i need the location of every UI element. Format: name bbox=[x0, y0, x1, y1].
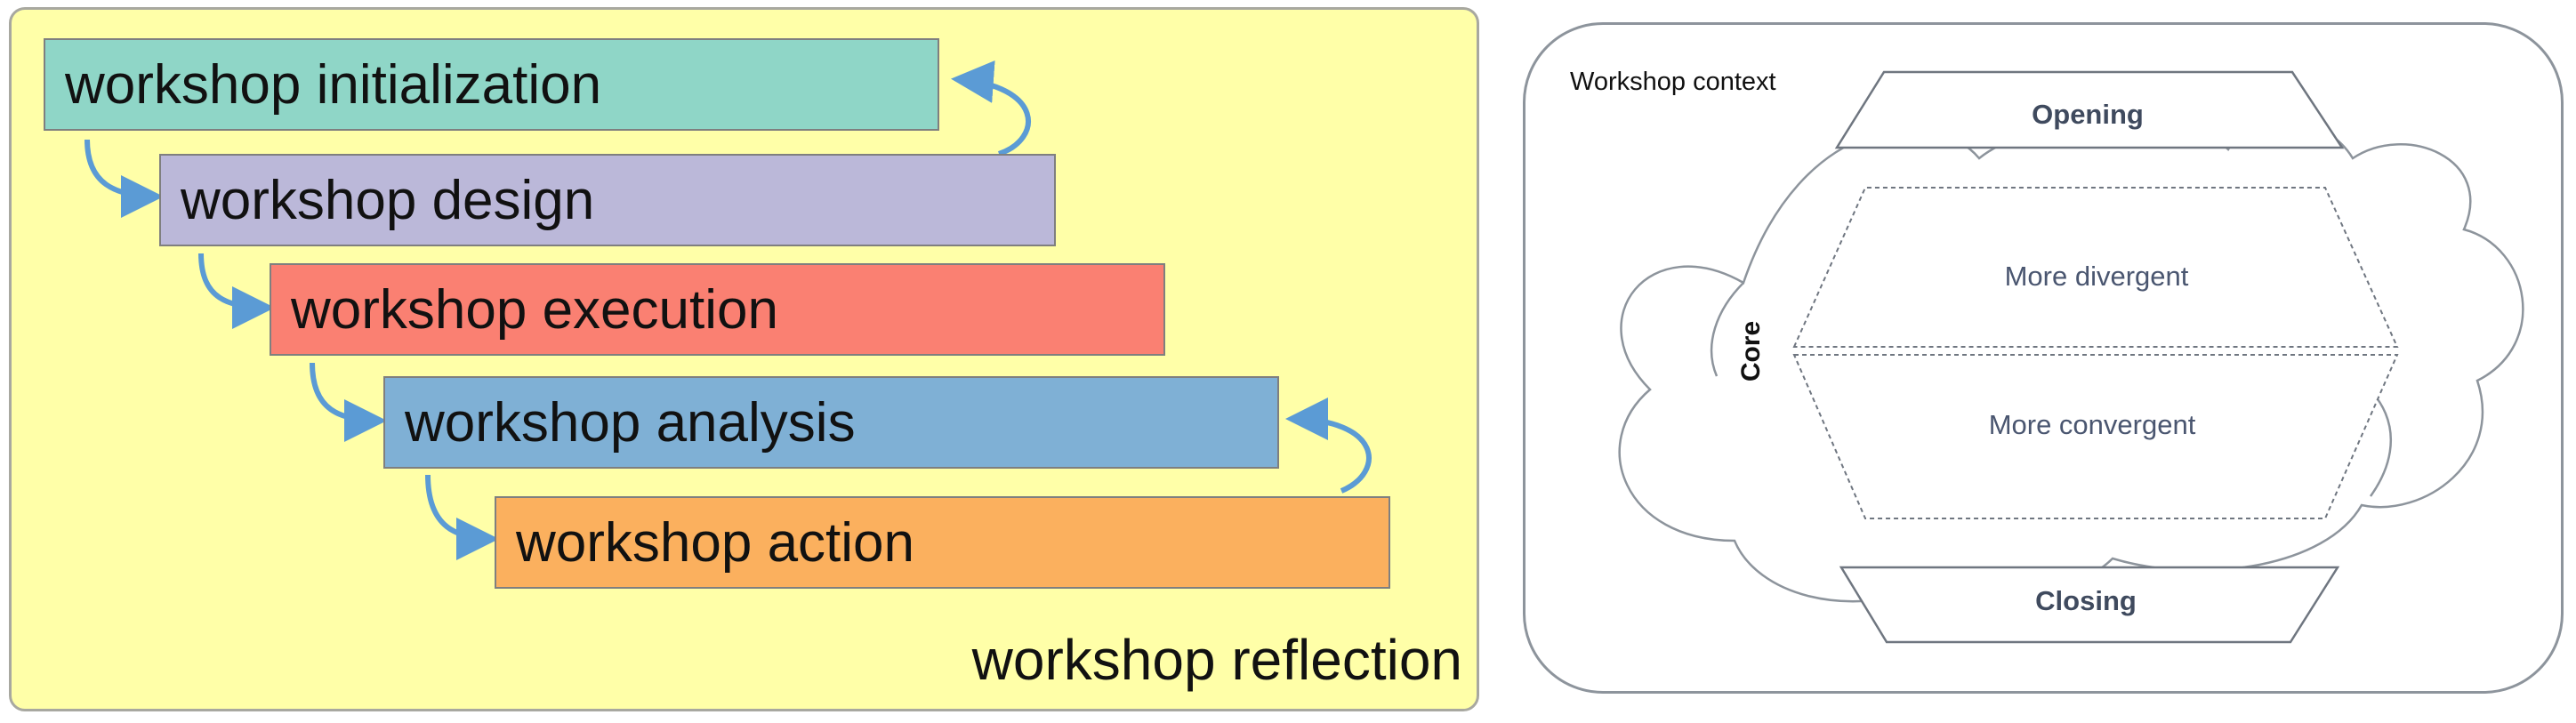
convergent-label: More convergent bbox=[1988, 409, 2196, 440]
reflection-label: workshop reflection bbox=[971, 628, 1462, 692]
workshop-context-label: Workshop context bbox=[1570, 68, 1776, 96]
cloud-detail-left bbox=[1710, 282, 1744, 377]
stage-execution: workshop execution bbox=[270, 263, 1165, 356]
workshop-process-panel: workshop initialization workshop design … bbox=[9, 7, 1479, 711]
arrow-action-back-to-analysis bbox=[1285, 398, 1372, 494]
convergent-region bbox=[1792, 354, 2399, 519]
arrow-initialization-to-design bbox=[85, 139, 164, 218]
arrow-design-back-to-initialization bbox=[951, 60, 1031, 157]
stage-analysis: workshop analysis bbox=[383, 376, 1279, 469]
closing-label: Closing bbox=[2035, 585, 2137, 616]
transition-arrows bbox=[85, 60, 1372, 560]
workshop-context-panel: Workshop context Opening More divergent … bbox=[1523, 22, 2564, 694]
stage-design: workshop design bbox=[159, 154, 1056, 246]
stage-initialization: workshop initialization bbox=[44, 38, 939, 131]
core-label: Core bbox=[1736, 320, 1767, 382]
stage-action: workshop action bbox=[495, 496, 1390, 589]
arrow-execution-to-analysis bbox=[310, 362, 387, 442]
stage-analysis-label: workshop analysis bbox=[405, 391, 856, 454]
closing-trapezoid bbox=[1839, 566, 2340, 644]
opening-trapezoid bbox=[1834, 70, 2345, 149]
stage-design-label: workshop design bbox=[181, 169, 595, 231]
opening-label: Opening bbox=[2032, 99, 2144, 130]
divergent-region bbox=[1792, 187, 2399, 348]
stage-action-label: workshop action bbox=[516, 511, 915, 574]
arrow-analysis-to-action bbox=[425, 474, 499, 560]
arrow-design-to-execution bbox=[198, 253, 275, 329]
stage-execution-label: workshop execution bbox=[291, 278, 778, 341]
workshop-context-diagram bbox=[1618, 70, 2524, 644]
stage-initialization-label: workshop initialization bbox=[65, 53, 602, 116]
divergent-label: More divergent bbox=[2004, 261, 2189, 292]
